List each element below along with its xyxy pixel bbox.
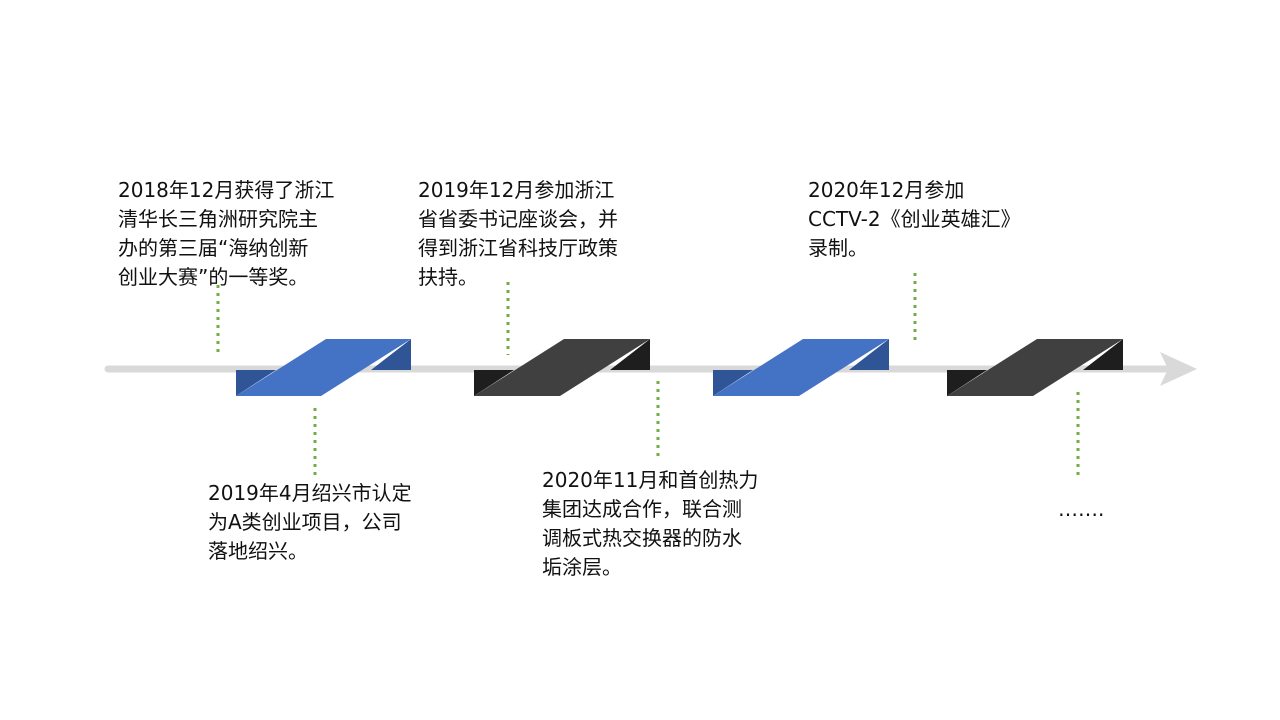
block-face: [947, 339, 1123, 396]
block-side-left: [236, 370, 276, 396]
block-side-right: [371, 339, 411, 370]
block-side-left: [947, 370, 987, 396]
block-side-left: [474, 370, 514, 396]
timeline-block-4: [947, 339, 1123, 396]
axis-arrowhead: [1160, 352, 1197, 386]
block-face: [236, 339, 411, 396]
block-face: [713, 339, 889, 396]
event-2018-12-text: 2018年12月获得了浙江 清华长三角洲研究院主 办的第三届“海纳创新 创业大赛…: [118, 178, 335, 289]
timeline-block-1: [236, 339, 411, 396]
timeline-block-2: [474, 339, 650, 396]
block-side-right: [849, 339, 889, 370]
block-side-right: [1083, 339, 1123, 370]
timeline-blocks: [236, 339, 1123, 396]
block-side-right: [610, 339, 650, 370]
block-face: [474, 339, 650, 396]
timeline-block-3: [713, 339, 889, 396]
event-2019-04-text: 2019年4月绍兴市认定 为A类创业项目，公司 落地绍兴。: [208, 481, 412, 563]
event-2020-11-text: 2020年11月和首创热力 集团达成合作，联合测 调板式热交换器的防水 垢涂层。: [542, 468, 759, 579]
block-side-left: [713, 370, 753, 396]
connector-lines: [216, 273, 1080, 478]
event-ellipsis-text: …….: [1058, 497, 1105, 521]
event-2019-12-text: 2019年12月参加浙江 省省委书记座谈会，并 得到浙江省科技厅政策 扶持。: [418, 178, 618, 289]
event-2020-12-text: 2020年12月参加 CCTV-2《创业英雄汇》 录制。: [808, 178, 1021, 260]
